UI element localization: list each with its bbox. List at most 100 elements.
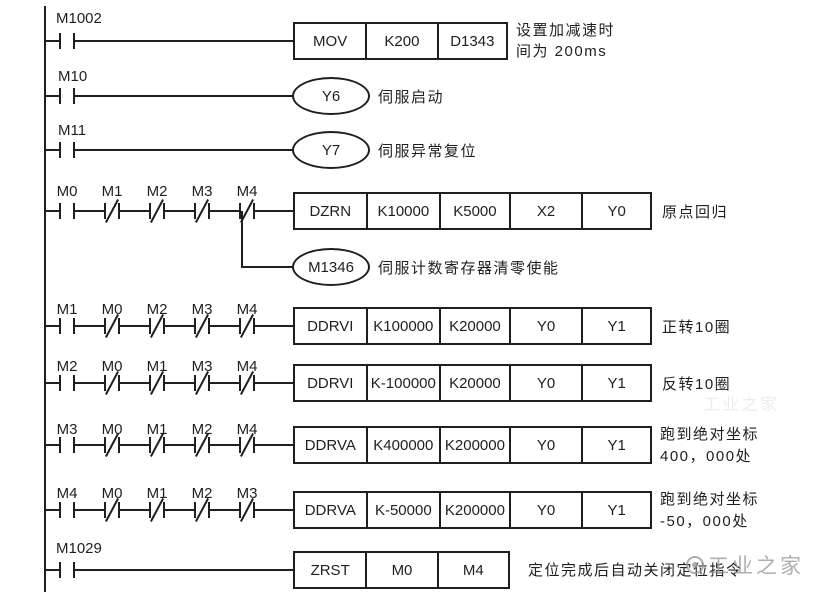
nc-contact-icon bbox=[194, 314, 210, 338]
nc-contact-icon bbox=[239, 314, 255, 338]
operand-cell: M0 bbox=[365, 553, 436, 587]
operand-cell: K100000 bbox=[365, 309, 440, 343]
contact-label: M1002 bbox=[56, 10, 102, 27]
wire bbox=[46, 509, 293, 511]
output-coil: Y7 bbox=[292, 131, 370, 169]
nc-contact-icon bbox=[149, 371, 165, 395]
operand-cell: K5000 bbox=[439, 194, 509, 228]
branch-wire bbox=[241, 266, 293, 268]
no-contact-icon bbox=[59, 31, 75, 51]
wire bbox=[46, 569, 293, 571]
rung-comment: 400，000处 bbox=[660, 448, 753, 465]
contact-label: M4 bbox=[236, 301, 258, 318]
contact-label: M4 bbox=[236, 358, 258, 375]
wire bbox=[46, 325, 293, 327]
wire bbox=[46, 95, 294, 97]
instruction-box: DDRVI K100000 K20000 Y0 Y1 bbox=[293, 307, 652, 345]
nc-contact-icon bbox=[194, 199, 210, 223]
operand-cell: Y1 bbox=[581, 493, 650, 527]
wire bbox=[46, 382, 293, 384]
operand-cell: K-100000 bbox=[365, 366, 440, 400]
instruction-box: MOV K200 D1343 bbox=[293, 22, 508, 60]
contact-label: M2 bbox=[56, 358, 78, 375]
contact-label: M2 bbox=[146, 301, 168, 318]
contact-label: M11 bbox=[58, 122, 87, 139]
operand-cell: K20000 bbox=[439, 309, 509, 343]
rung-comment: 跑到绝对坐标 bbox=[660, 426, 760, 443]
operand-cell: K400000 bbox=[365, 428, 440, 462]
contact-label: M3 bbox=[191, 183, 213, 200]
nc-contact-icon bbox=[239, 433, 255, 457]
nc-contact-icon bbox=[239, 371, 255, 395]
nc-contact-icon bbox=[194, 433, 210, 457]
operand-cell: K200 bbox=[365, 24, 436, 58]
wire bbox=[46, 210, 293, 212]
rung-comment: 伺服启动 bbox=[378, 89, 445, 106]
no-contact-icon bbox=[59, 201, 75, 221]
operand-cell: Y1 bbox=[581, 309, 650, 343]
no-contact-icon bbox=[59, 316, 75, 336]
nc-contact-icon bbox=[149, 433, 165, 457]
operand-cell: Y1 bbox=[581, 366, 650, 400]
nc-contact-icon bbox=[104, 314, 120, 338]
contact-label: M3 bbox=[191, 301, 213, 318]
no-contact-icon bbox=[59, 500, 75, 520]
operand-cell: X2 bbox=[508, 194, 582, 228]
rung-comment: 正转10圈 bbox=[662, 319, 732, 336]
nc-contact-icon bbox=[194, 371, 210, 395]
nc-contact-icon bbox=[149, 498, 165, 522]
contact-label: M10 bbox=[58, 68, 88, 85]
nc-contact-icon bbox=[239, 199, 255, 223]
contact-label: M1 bbox=[146, 485, 168, 502]
no-contact-icon bbox=[59, 435, 75, 455]
nc-contact-icon bbox=[239, 498, 255, 522]
nc-contact-icon bbox=[104, 371, 120, 395]
operand-cell: M4 bbox=[436, 553, 508, 587]
no-contact-icon bbox=[59, 140, 75, 160]
operand-cell: Y0 bbox=[508, 309, 582, 343]
instruction-cell: MOV bbox=[313, 32, 348, 50]
contact-label: M2 bbox=[146, 183, 168, 200]
rung-comment: 反转10圈 bbox=[662, 376, 732, 393]
contact-label: M0 bbox=[101, 358, 123, 375]
contact-label: M3 bbox=[56, 421, 78, 438]
instruction-cell: DZRN bbox=[309, 202, 352, 220]
operand-cell: K20000 bbox=[439, 366, 509, 400]
nc-contact-icon bbox=[104, 199, 120, 223]
rung-comment: 跑到绝对坐标 bbox=[660, 491, 760, 508]
no-contact-icon bbox=[59, 373, 75, 393]
rung-comment: 原点回归 bbox=[662, 204, 729, 221]
contact-label: M1 bbox=[146, 358, 168, 375]
operand-cell: K200000 bbox=[439, 493, 509, 527]
operand-cell: K10000 bbox=[365, 194, 440, 228]
operand-cell: Y0 bbox=[581, 194, 650, 228]
operand-cell: Y0 bbox=[508, 428, 582, 462]
instruction-box: DDRVI K-100000 K20000 Y0 Y1 bbox=[293, 364, 652, 402]
contact-label: M0 bbox=[101, 485, 123, 502]
instruction-box: ZRST M0 M4 bbox=[293, 551, 510, 589]
contact-label: M1 bbox=[56, 301, 78, 318]
instruction-cell: ZRST bbox=[310, 561, 350, 579]
contact-label: M1 bbox=[101, 183, 123, 200]
nc-contact-icon bbox=[104, 433, 120, 457]
contact-label: M1029 bbox=[56, 540, 102, 557]
instruction-box: DDRVA K-50000 K200000 Y0 Y1 bbox=[293, 491, 652, 529]
wire bbox=[46, 40, 293, 42]
output-coil: M1346 bbox=[292, 248, 370, 286]
output-coil: Y6 bbox=[292, 77, 370, 115]
no-contact-icon bbox=[59, 86, 75, 106]
nc-contact-icon bbox=[149, 314, 165, 338]
rung-comment: 伺服异常复位 bbox=[378, 143, 478, 160]
instruction-box: DZRN K10000 K5000 X2 Y0 bbox=[293, 192, 652, 230]
watermark-text: 工业之家 bbox=[708, 555, 804, 578]
rung-comment: -50，000处 bbox=[660, 513, 749, 530]
rung-comment: 伺服计数寄存器清零使能 bbox=[378, 260, 560, 277]
instruction-cell: DDRVA bbox=[304, 501, 356, 519]
nc-contact-icon bbox=[194, 498, 210, 522]
contact-label: M4 bbox=[236, 183, 258, 200]
rung-comment: 间为 200ms bbox=[516, 43, 608, 60]
branch-wire bbox=[241, 211, 243, 267]
instruction-box: DDRVA K400000 K200000 Y0 Y1 bbox=[293, 426, 652, 464]
watermark-faint-text: 工业之家 bbox=[703, 395, 779, 414]
